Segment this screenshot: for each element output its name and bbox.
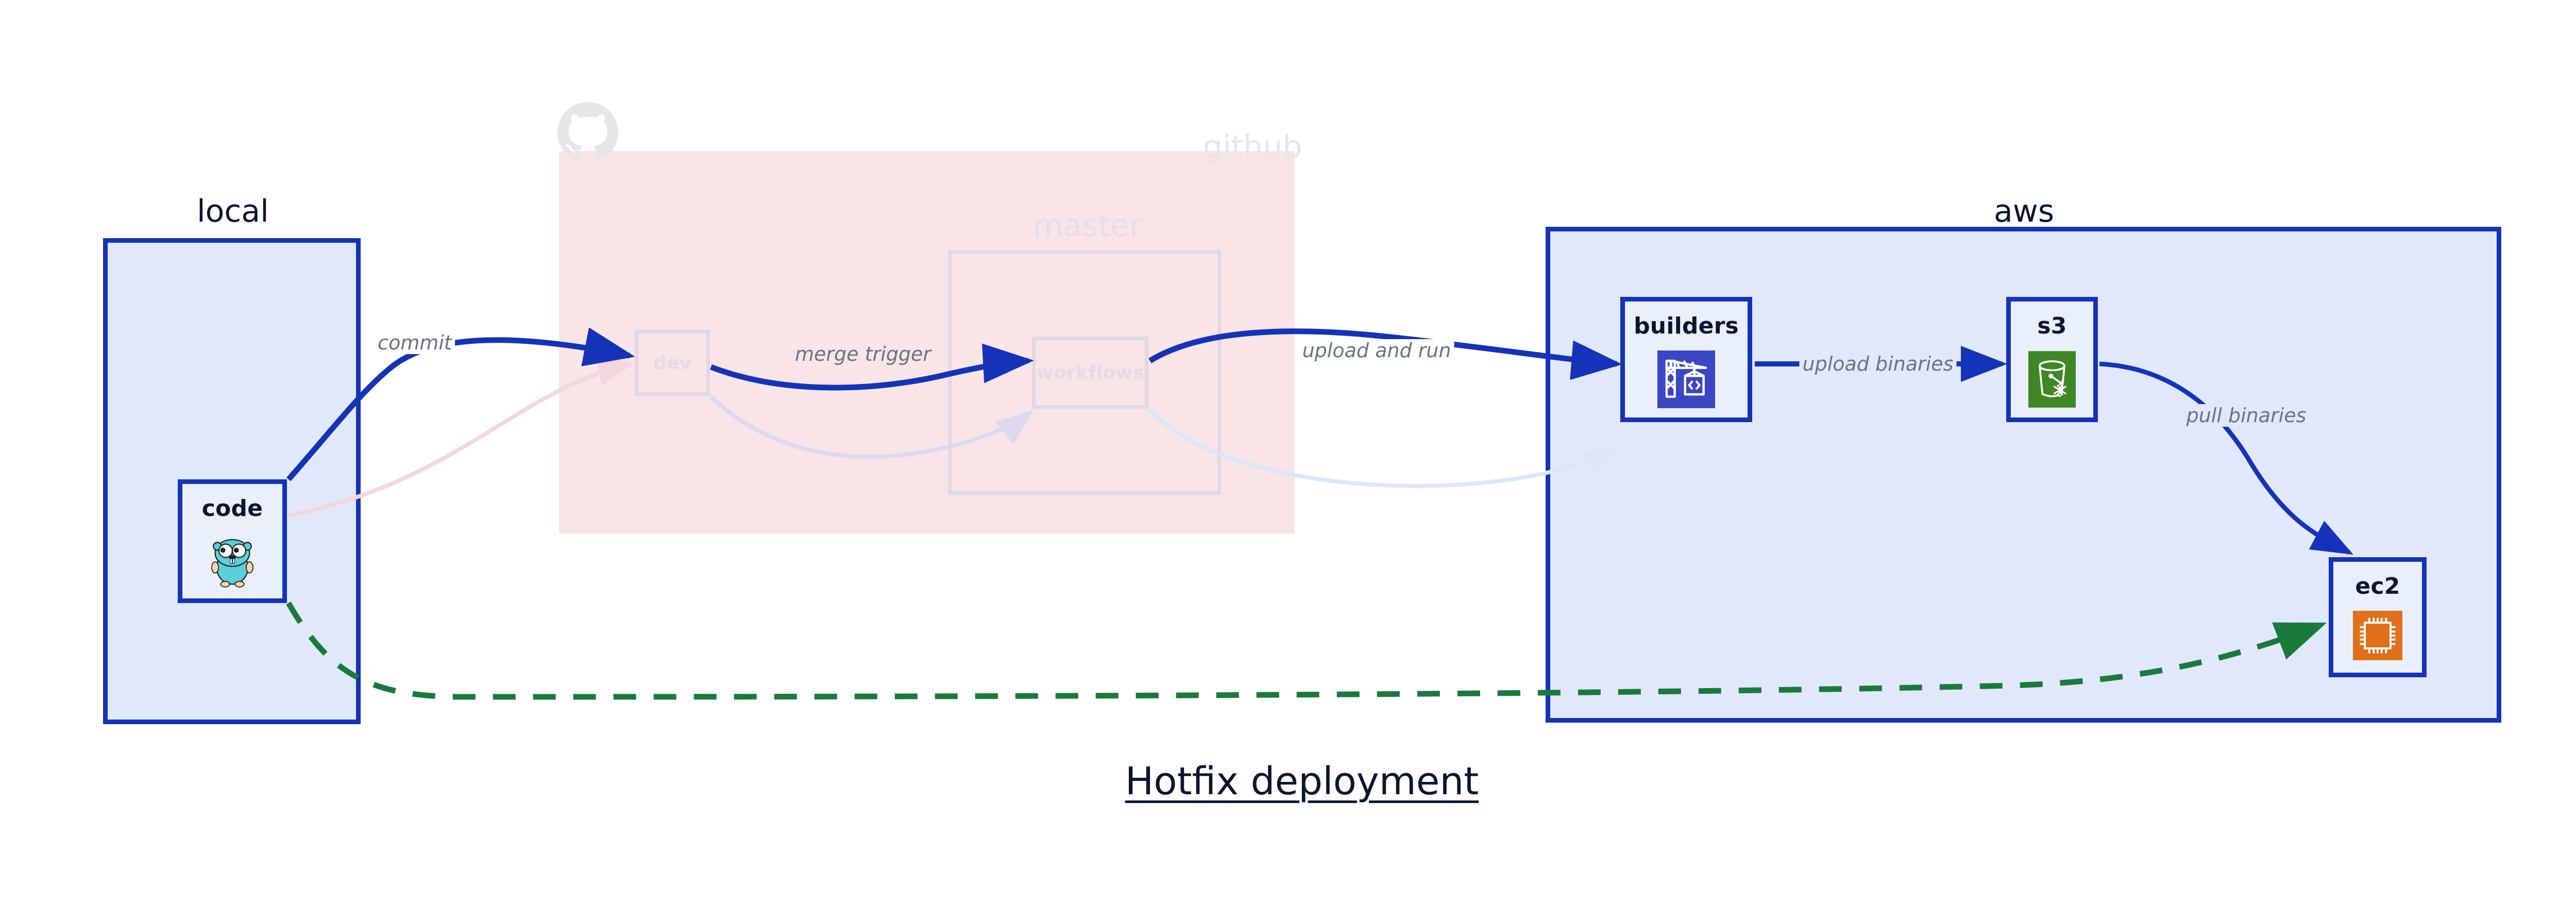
- edge-label-upload-and-run: upload and run: [1299, 339, 1454, 362]
- node-s3-label: s3: [2037, 313, 2067, 339]
- node-dev-label: dev: [653, 352, 692, 374]
- edge-label-commit: commit: [375, 331, 455, 354]
- go-gopher-icon: [205, 533, 260, 591]
- node-workflows-label: workflows: [1036, 362, 1144, 383]
- github-octocat-icon: [557, 102, 618, 163]
- node-builders[interactable]: builders: [1620, 297, 1752, 422]
- node-code-label: code: [201, 495, 263, 522]
- node-ec2-label: ec2: [2355, 573, 2400, 599]
- crane-code-icon: [1657, 350, 1715, 410]
- group-master-label: master: [1033, 208, 1142, 244]
- node-code[interactable]: code: [178, 479, 287, 603]
- cpu-chip-icon: [2353, 611, 2402, 662]
- edge-label-pull-binaries: pull binaries: [2183, 404, 2310, 427]
- diagram-title: Hotfix deployment: [1125, 759, 1479, 804]
- s3-bucket-glacier-icon: [2028, 350, 2076, 410]
- node-s3[interactable]: s3: [2006, 297, 2098, 422]
- node-dev[interactable]: dev: [635, 330, 710, 396]
- node-workflows[interactable]: workflows: [1032, 337, 1148, 409]
- edge-label-upload-binaries: upload binaries: [1799, 353, 1957, 375]
- node-ec2[interactable]: ec2: [2329, 557, 2427, 677]
- group-github-label: github: [1203, 129, 1302, 165]
- group-local-label: local: [197, 193, 269, 229]
- node-builders-label: builders: [1634, 313, 1739, 339]
- group-aws-label: aws: [1994, 193, 2055, 229]
- edge-label-merge-trigger: merge trigger: [792, 343, 934, 365]
